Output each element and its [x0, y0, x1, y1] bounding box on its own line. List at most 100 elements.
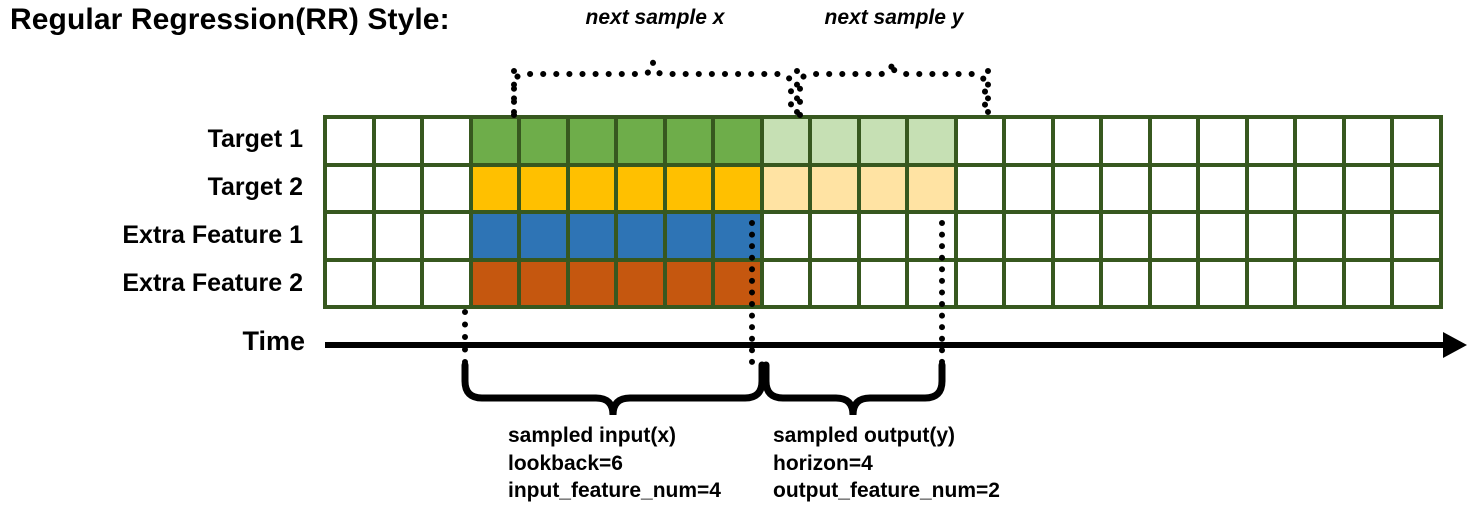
sampled-input-lookback: lookback=6: [508, 451, 623, 475]
grid-cell-r4-c21: [1297, 261, 1342, 305]
grid-cell-r1-c22: [1345, 119, 1391, 163]
guide-line-x-end: [794, 68, 800, 115]
grid-cell-r4-c3: [424, 261, 469, 305]
grid-cell-r4-c23: [1394, 261, 1439, 305]
grid-cell-r1-c12: [860, 119, 906, 163]
grid-cell-r2-c17: [1103, 166, 1148, 210]
grid-cell-r3-c23: [1394, 214, 1439, 258]
time-axis-label: Time: [242, 326, 305, 356]
row-label-extra-feature-1: Extra Feature 1: [122, 221, 303, 249]
grid-cell-r3-c14: [957, 214, 1003, 258]
sampled-output-horizon: horizon=4: [773, 451, 873, 475]
grid-cell-r4-c2: [375, 261, 421, 305]
grid-cell-r1-c6: [569, 119, 615, 163]
row-label-column: Target 1 Target 2 Extra Feature 1 Extra …: [0, 115, 313, 309]
right-arrow-icon: [1443, 332, 1467, 358]
grid-cell-r3-c4: [472, 214, 518, 258]
grid-cell-r1-c20: [1248, 119, 1294, 163]
grid-cell-r4-c4: [472, 261, 518, 305]
grid-cell-r1-c18: [1151, 119, 1197, 163]
grid-cell-r2-c6: [569, 166, 615, 210]
grid-cell-r2-c22: [1345, 166, 1391, 210]
grid-cell-r2-c13: [909, 166, 954, 210]
grid-cell-r1-c4: [472, 119, 518, 163]
grid-cell-r1-c14: [957, 119, 1003, 163]
grid-cell-r4-c15: [1006, 261, 1051, 305]
grid-cell-r1-c1: [327, 119, 372, 163]
grid-cell-r2-c21: [1297, 166, 1342, 210]
caption-sampled-input-block: sampled input(x) lookback=6 input_featur…: [508, 422, 721, 505]
grid-cell-r4-c5: [521, 261, 566, 305]
grid-cell-r1-c17: [1103, 119, 1148, 163]
grid-cell-r4-c22: [1345, 261, 1391, 305]
guide-line-output-right-lower: [939, 220, 945, 365]
grid-cell-r4-c7: [618, 261, 663, 305]
row-label-target-2: Target 2: [207, 173, 303, 201]
grid-cell-r4-c1: [327, 261, 372, 305]
grid-cell-r2-c14: [957, 166, 1003, 210]
grid-cell-r4-c12: [860, 261, 906, 305]
grid-cell-r2-c12: [860, 166, 906, 210]
grid-cell-r4-c11: [812, 261, 857, 305]
grid-cell-r3-c11: [812, 214, 857, 258]
grid-cell-r2-c11: [812, 166, 857, 210]
grid-cell-r4-c13: [909, 261, 954, 305]
grid-cell-r2-c3: [424, 166, 469, 210]
grid-cell-r2-c7: [618, 166, 663, 210]
grid-cell-r4-c10: [763, 261, 809, 305]
grid-cell-r2-c8: [666, 166, 712, 210]
caption-next-sample-x: next sample x: [585, 6, 725, 29]
grid-cell-r3-c15: [1006, 214, 1051, 258]
timeline-grid: [323, 115, 1443, 309]
grid-cell-r3-c16: [1054, 214, 1100, 258]
grid-cell-r1-c21: [1297, 119, 1342, 163]
sampled-output-feature-num: output_feature_num=2: [773, 479, 1000, 503]
grid-cell-r1-c15: [1006, 119, 1051, 163]
row-label-extra-feature-2: Extra Feature 2: [122, 269, 303, 297]
grid-cell-r1-c9: [715, 119, 760, 163]
grid-cell-r3-c21: [1297, 214, 1342, 258]
grid-cell-r2-c15: [1006, 166, 1051, 210]
row-label-target-1: Target 1: [207, 125, 303, 153]
grid-cell-r3-c5: [521, 214, 566, 258]
grid-cell-r1-c5: [521, 119, 566, 163]
grid-cell-r4-c6: [569, 261, 615, 305]
grid-cell-r3-c17: [1103, 214, 1148, 258]
grid-cell-r1-c19: [1200, 119, 1245, 163]
grid-cell-r1-c11: [812, 119, 857, 163]
grid-cell-r2-c23: [1394, 166, 1439, 210]
grid-cell-r3-c22: [1345, 214, 1391, 258]
grid-cell-r2-c4: [472, 166, 518, 210]
grid-cell-r2-c16: [1054, 166, 1100, 210]
grid-cell-r1-c10: [763, 119, 809, 163]
grid-cell-r4-c17: [1103, 261, 1148, 305]
grid-cell-r4-c20: [1248, 261, 1294, 305]
grid-cell-r4-c8: [666, 261, 712, 305]
brace-sampled-input: [461, 361, 766, 416]
grid-cell-r3-c19: [1200, 214, 1245, 258]
grid-cell-r2-c5: [521, 166, 566, 210]
grid-cell-r1-c23: [1394, 119, 1439, 163]
grid-cell-r1-c3: [424, 119, 469, 163]
grid-cell-r2-c9: [715, 166, 760, 210]
grid-cell-r1-c7: [618, 119, 663, 163]
grid-cell-r2-c20: [1248, 166, 1294, 210]
grid-cell-r4-c14: [957, 261, 1003, 305]
grid-cell-r2-c19: [1200, 166, 1245, 210]
grid-cell-r3-c3: [424, 214, 469, 258]
grid-cell-r3-c8: [666, 214, 712, 258]
page-title: Regular Regression(RR) Style:: [10, 3, 450, 36]
guide-line-y-end: [985, 68, 991, 115]
time-axis-line: [325, 342, 1445, 348]
grid-cell-r1-c2: [375, 119, 421, 163]
grid-cell-r2-c2: [375, 166, 421, 210]
grid-cell-r2-c1: [327, 166, 372, 210]
caption-sampled-output-block: sampled output(y) horizon=4 output_featu…: [773, 422, 1000, 505]
grid-cell-r4-c18: [1151, 261, 1197, 305]
grid-cell-r2-c10: [763, 166, 809, 210]
sampled-output-title: sampled output(y): [773, 424, 955, 447]
grid-cell-r3-c6: [569, 214, 615, 258]
grid-cell-r3-c13: [909, 214, 954, 258]
sampled-input-title: sampled input(x): [508, 424, 677, 447]
grid-cell-r3-c20: [1248, 214, 1294, 258]
